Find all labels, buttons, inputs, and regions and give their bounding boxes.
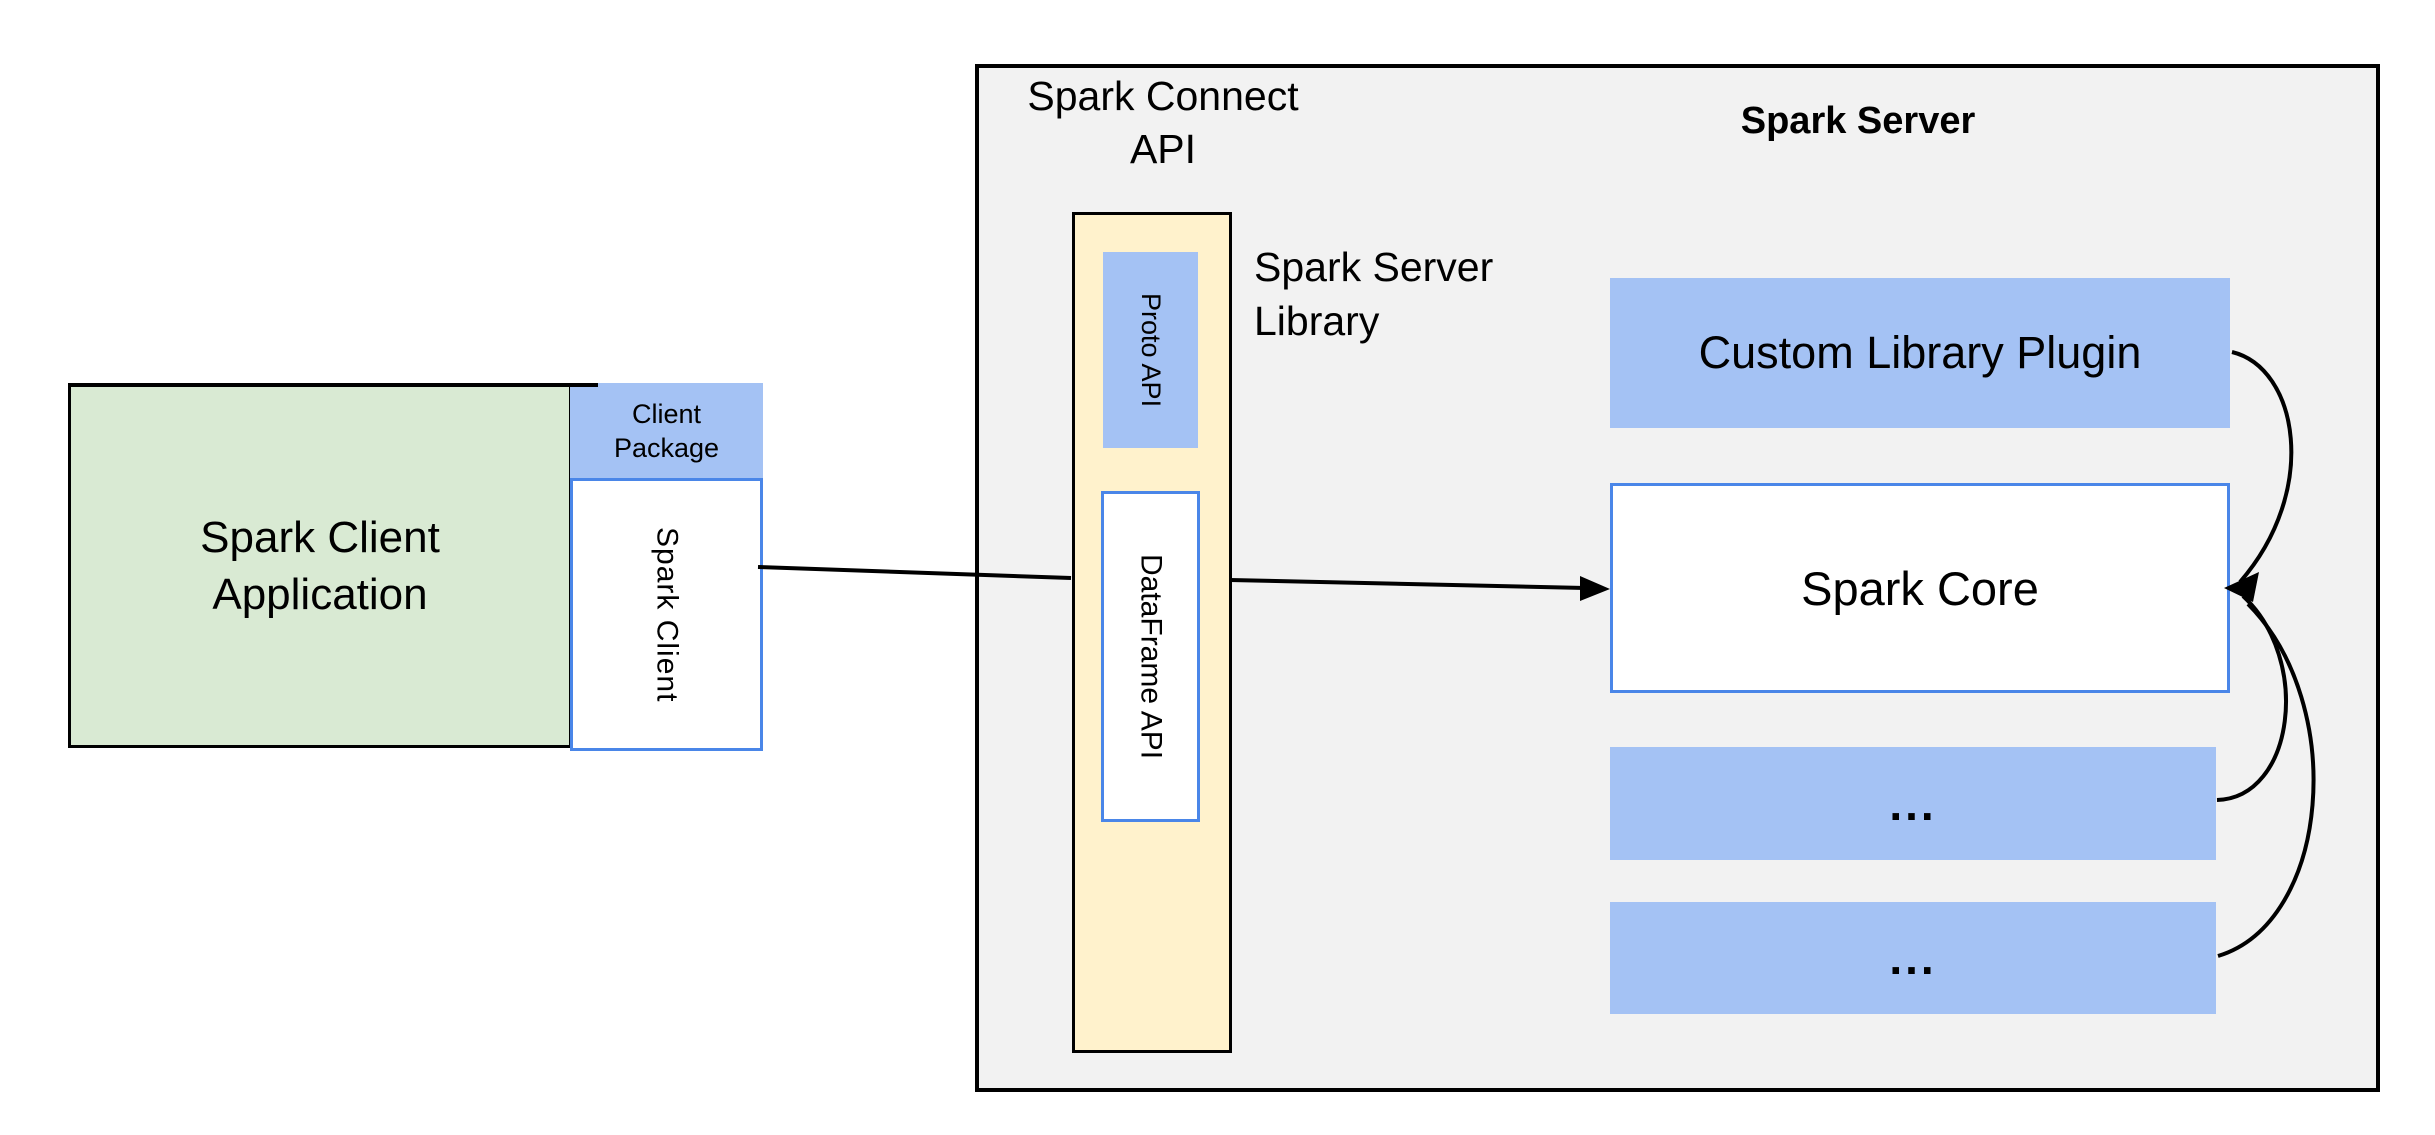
spark-core-box: Spark Core bbox=[1610, 483, 2230, 693]
custom-library-plugin-box: Custom Library Plugin bbox=[1610, 278, 2230, 428]
spark-server-library-label-line2: Library bbox=[1254, 298, 1380, 344]
spark-server-title: Spark Server bbox=[1740, 100, 1976, 142]
spark-client-application-label-line2: Application bbox=[212, 569, 428, 619]
client-package-label: Client Package bbox=[614, 397, 719, 465]
client-package-box: Client Package bbox=[570, 383, 763, 478]
client-package-label-line2: Package bbox=[613, 432, 720, 463]
spark-client-box: Spark Client bbox=[570, 478, 763, 751]
spark-server-library-label-line1: Spark Server bbox=[1254, 244, 1494, 290]
spark-connect-api-label-line1: Spark Connect bbox=[1027, 73, 1299, 119]
module-box-ellipsis-1: ... bbox=[1610, 747, 2216, 860]
spark-connect-api-label-line2: API bbox=[1129, 126, 1197, 172]
spark-client-application-label: Spark Client Application bbox=[200, 509, 440, 623]
module-box-ellipsis-2: ... bbox=[1610, 902, 2216, 1014]
proto-api-box: Proto API bbox=[1103, 252, 1198, 448]
dataframe-api-box: DataFrame API bbox=[1101, 491, 1200, 822]
spark-connect-api-label: Spark Connect API bbox=[1013, 70, 1313, 176]
client-package-label-line1: Client bbox=[631, 398, 701, 429]
spark-client-application-label-line1: Spark Client bbox=[200, 512, 440, 562]
spark-server-library-label: Spark Server Library bbox=[1254, 240, 1614, 348]
spark-client-application-box: Spark Client Application bbox=[68, 383, 572, 748]
